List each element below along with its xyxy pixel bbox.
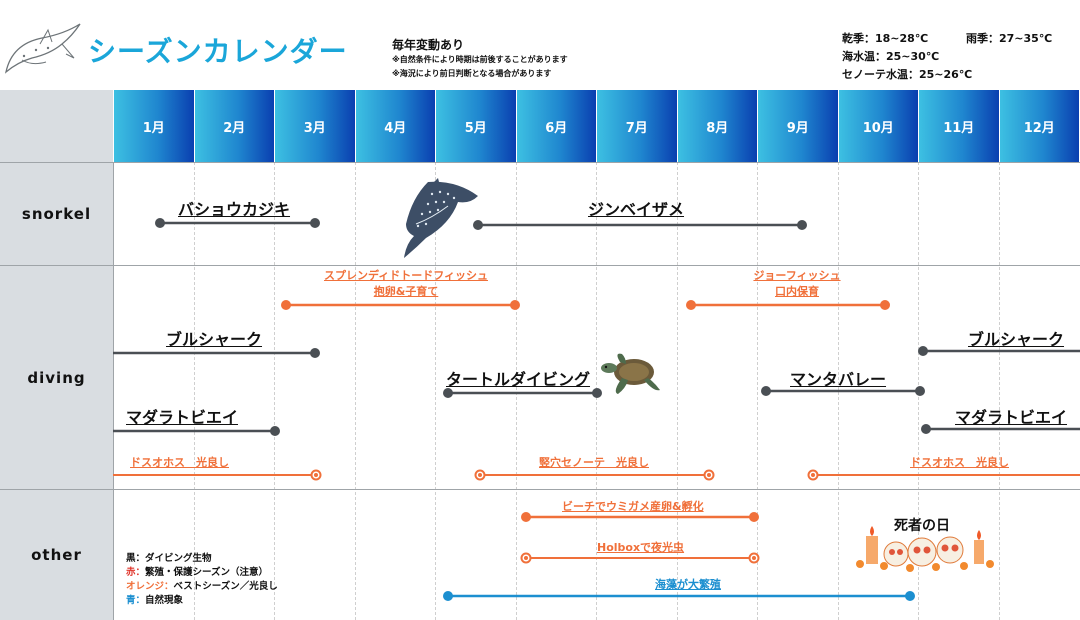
label-jawfish-line1: ジョーフィッシュ [753,269,841,282]
sugar-skull-candles-icon [856,520,996,572]
label-holbox: Holboxで夜光虫 [597,541,685,554]
month-gridline [515,162,517,620]
month-header-1: 1月 [114,90,194,162]
bar-turtle-diving [443,388,602,398]
sea-temp: 海水温：25~30℃ [842,50,940,63]
row-label-other: other [0,490,113,620]
label-beach-turtles: ビーチでウミガメ産卵&孵化 [562,500,704,513]
legend-blue-value: 自然現象 [145,595,184,606]
legend-black: 黒：ダイビング生物 [126,553,212,564]
bar-bull-shark-a [113,348,320,358]
bar-cenote-pit [474,469,715,481]
label-day-of-dead: 死者の日 [894,518,950,534]
bar-splendid-toadfish [281,300,520,310]
month-header-7: 7月 [597,90,677,162]
sea-turtle-icon [598,350,662,396]
label-bull-shark-a: ブルシャーク [166,330,263,349]
label-eagle-ray-a: マダラトビエイ [126,408,239,427]
month-gridline [193,162,195,620]
legend-orange: オレンジ：ベストシーズン／光良し [126,580,278,594]
label-sailfish: バショウカジキ [178,200,291,219]
label-whale-shark: ジンベイザメ [588,200,685,219]
row-divider [0,162,1080,163]
month-gridline [757,162,758,620]
row-label-diving: diving [0,266,113,489]
month-header-12: 12月 [999,90,1079,162]
sea-condition-note: ※海況により前日判断となる場合があります [392,69,552,78]
label-jawfish-line2: 口内保育 [775,285,819,298]
label-splendid-toadfish: スプレンディドトードフィッシュ 抱卵&子育て [312,268,500,300]
month-gridline [435,162,436,620]
label-column-divider [113,162,114,620]
bar-holbox [520,552,760,564]
label-manta-valley: マンタバレー [790,370,887,389]
page-title: シーズンカレンダー [88,35,348,68]
month-gridline [354,162,356,620]
bar-bull-shark-b [918,346,1080,356]
label-bull-shark-b: ブルシャーク [968,330,1065,349]
bar-eagle-ray-a [113,426,280,436]
label-splendid-toadfish-line2: 抱卵&子育て [373,285,439,298]
label-eagle-ray-b: マダラトビエイ [955,408,1068,427]
row-divider [0,265,1080,266]
month-header-10: 10月 [838,90,918,162]
label-jawfish: ジョーフィッシュ 口内保育 [740,268,854,300]
label-dos-ojos-b: ドスオホス 光良し [910,456,1009,469]
whale-shark-icon [392,178,492,260]
bar-jawfish [686,300,890,310]
month-header-8: 8月 [677,90,757,162]
bar-dos-ojos-a [113,469,322,481]
month-gridline [274,162,275,620]
legend-orange-value: ベストシーズン／光良し [173,581,278,592]
month-header-5: 5月 [436,90,516,162]
month-gridline [676,162,678,620]
table-corner [0,90,113,162]
label-seaweed: 海藻が大繁殖 [655,578,721,591]
legend-blue: 青：自然現象 [126,594,278,608]
legend-orange-key: オレンジ： [126,581,174,592]
legend-blue-key: 青： [126,595,146,606]
month-header-3: 3月 [275,90,355,162]
bar-sailfish [155,218,320,228]
legend: 黒：ダイビング生物 赤：繁殖・保護シーズン（注意） オレンジ：ベストシーズン／光… [126,552,278,608]
nature-note: ※自然条件により時期は前後することがあります [392,55,568,64]
month-header-11: 11月 [919,90,999,162]
label-cenote-pit: 竪穴セノーテ 光良し [539,456,649,469]
label-splendid-toadfish-line1: スプレンディドトードフィッシュ [323,269,488,282]
legend-red-value: 繁殖・保護シーズン（注意） [145,567,269,578]
month-header-2: 2月 [194,90,274,162]
bar-manta-valley [761,386,925,396]
label-turtle-diving: タートルダイビング [446,370,591,389]
label-dos-ojos-a: ドスオホス 光良し [130,456,229,469]
dry-season-temp: 乾季：18~28℃ [842,32,929,45]
bar-eagle-ray-b [921,424,1080,434]
row-label-snorkel: snorkel [0,163,113,265]
season-variation-note: 毎年変動あり [392,38,465,52]
month-header-9: 9月 [758,90,838,162]
bar-whale-shark [473,220,807,230]
bar-beach-turtles [521,512,759,522]
bar-seaweed [443,591,915,601]
legend-red: 赤：繁殖・保護シーズン（注意） [126,566,278,580]
month-gridline [998,162,1000,620]
month-header-6: 6月 [516,90,596,162]
legend-red-key: 赤： [126,567,146,578]
rainy-season-temp: 雨季：27~35℃ [966,32,1053,45]
cenote-temp: セノーテ水温：25~26℃ [842,68,973,81]
logo-icon [2,14,86,84]
row-divider [0,489,1080,490]
bar-dos-ojos-b [807,469,1080,481]
month-header-4: 4月 [355,90,435,162]
